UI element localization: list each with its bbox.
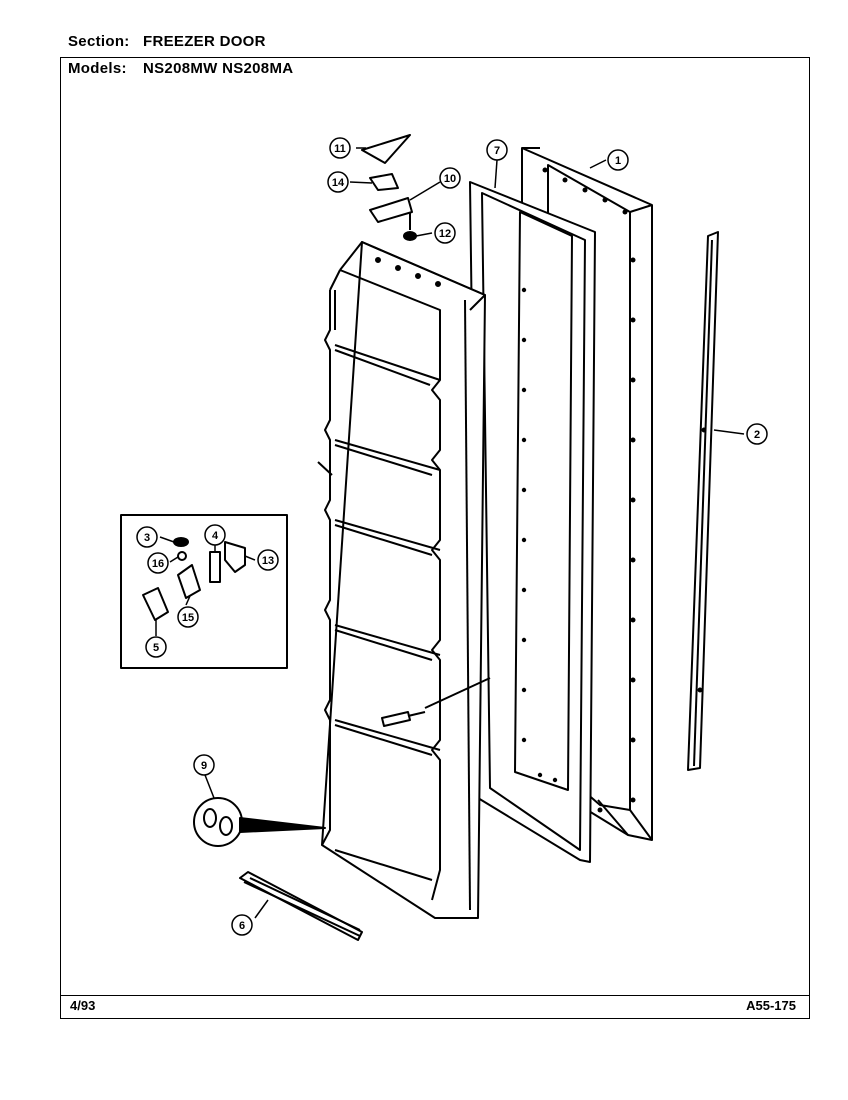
inner-door-liner [317, 241, 491, 919]
svg-text:1: 1 [615, 155, 621, 167]
svg-text:2: 2 [754, 429, 760, 441]
callout-9: 9 [193, 754, 215, 776]
screw [381, 711, 426, 727]
callout-10: 10 [439, 167, 461, 189]
svg-text:6: 6 [239, 920, 245, 932]
svg-text:5: 5 [153, 642, 159, 654]
svg-text:16: 16 [152, 558, 164, 570]
models-value: NS208MW NS208MA [143, 60, 294, 77]
svg-text:11: 11 [334, 143, 346, 155]
callout-15: 15 [177, 606, 199, 628]
diagram-frame [60, 57, 810, 1019]
svg-text:15: 15 [182, 612, 194, 624]
callout-6: 6 [231, 914, 253, 936]
svg-text:10: 10 [444, 173, 456, 185]
callout-5: 5 [145, 636, 167, 658]
footer-date: 4/93 [70, 998, 96, 1013]
inset-box [120, 514, 288, 669]
svg-text:14: 14 [332, 177, 345, 189]
models-label: Models: [68, 60, 127, 77]
top-hinge-parts [361, 134, 417, 241]
svg-text:4: 4 [212, 530, 219, 542]
svg-text:13: 13 [262, 555, 274, 567]
svg-text:9: 9 [201, 760, 207, 772]
part-callouts: 1 2 3 4 5 6 7 9 10 11 12 13 14 15 16 [136, 137, 768, 936]
callout-11: 11 [329, 137, 351, 159]
callout-4: 4 [204, 524, 226, 546]
bottom-trim [239, 871, 363, 941]
trim-strip [687, 231, 719, 771]
callout-1: 1 [607, 149, 629, 171]
svg-text:12: 12 [439, 228, 451, 240]
callout-7: 7 [486, 139, 508, 161]
svg-text:7: 7 [494, 145, 500, 157]
callout-16: 16 [147, 552, 169, 574]
callout-12: 12 [434, 222, 456, 244]
callout-13: 13 [257, 549, 279, 571]
callout-3: 3 [136, 526, 158, 548]
footer-code: A55-175 [746, 998, 796, 1013]
callout-2: 2 [746, 423, 768, 445]
leader-lines [155, 147, 745, 919]
door-gasket [469, 181, 596, 863]
section-value: FREEZER DOOR [143, 33, 266, 50]
cam-assembly [193, 797, 326, 847]
section-label: Section: [68, 33, 130, 50]
footer-divider [60, 995, 810, 996]
callout-14: 14 [327, 171, 349, 193]
svg-text:3: 3 [144, 532, 150, 544]
